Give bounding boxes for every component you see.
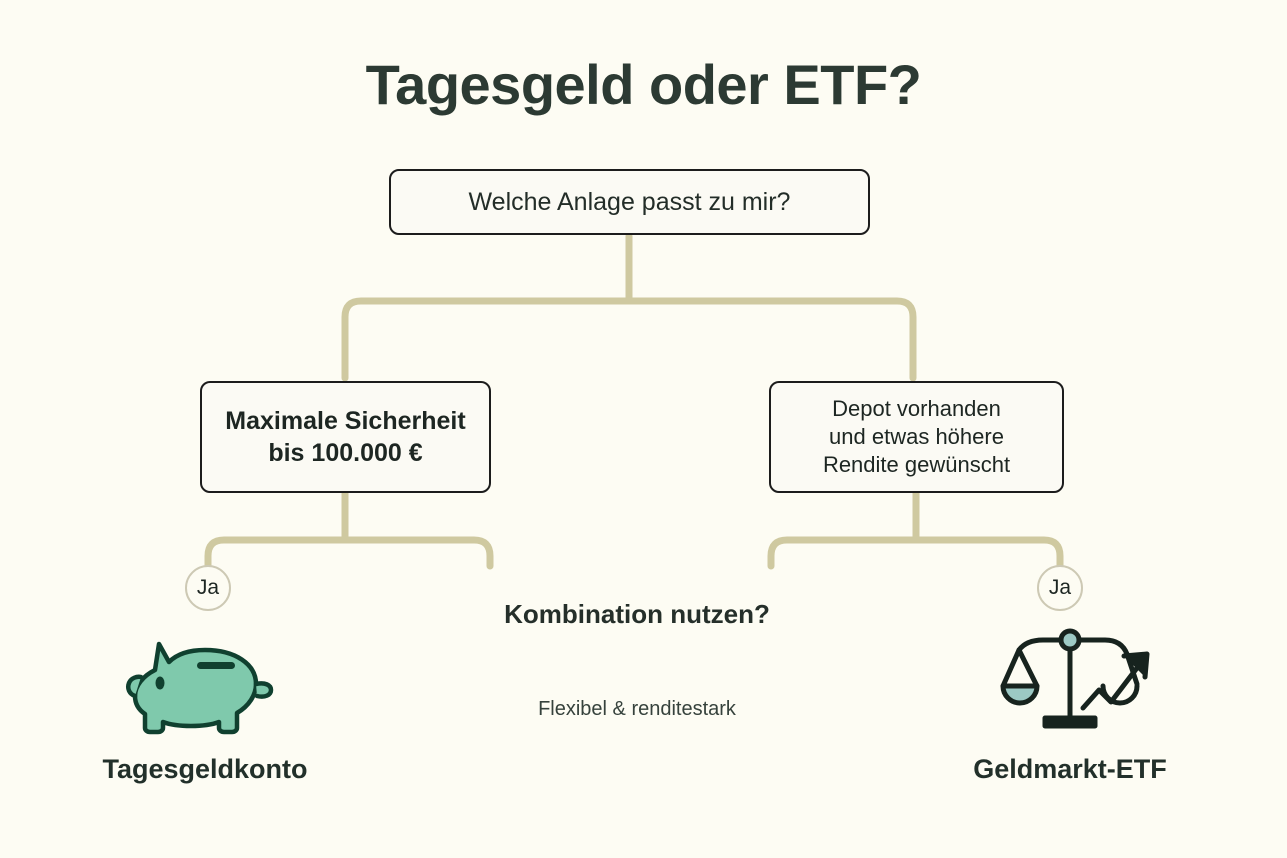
node-right-line-1: Depot vorhanden [832, 395, 1001, 421]
center-headline-line-1: Kombination [504, 599, 663, 629]
badge-yes-left: Ja [185, 565, 231, 611]
piggy-bank-icon [125, 636, 285, 736]
node-left-line-2: bis 100.000 € [268, 439, 423, 467]
center-headline: Kombination nutzen? [467, 596, 807, 634]
node-right-condition: Depot vorhanden und etwas höhere Rendite… [769, 381, 1064, 493]
node-root-question: Welche Anlage passt zu mir? [389, 169, 870, 235]
center-subtext-line-1: Flexibel [538, 698, 607, 720]
badge-yes-right: Ja [1037, 565, 1083, 611]
outcome-label-left: Tagesgeldkonto [102, 754, 308, 784]
page-title: Tagesgeld oder ETF? [365, 53, 922, 116]
center-headline-line-2: nutzen? [670, 599, 770, 629]
center-subtext: Flexibel & renditestark [467, 693, 807, 725]
outcome-label-right: Geldmarkt-ETF [973, 754, 1167, 784]
node-left-condition: Maximale Sicherheit bis 100.000 € [200, 381, 491, 493]
node-right-line-3: Rendite gewünscht [822, 452, 1011, 478]
balance-scale-growth-icon [995, 626, 1170, 734]
badge-yes-right-label: Ja [1048, 576, 1072, 599]
node-left-line-1: Maximale Sicherheit [225, 407, 466, 435]
badge-yes-left-label: Ja [196, 576, 220, 599]
node-right-line-2: und etwas höhere [829, 423, 1004, 449]
node-root-label: Welche Anlage passt zu mir? [468, 188, 791, 216]
center-subtext-line-2: & renditestark [612, 698, 736, 720]
